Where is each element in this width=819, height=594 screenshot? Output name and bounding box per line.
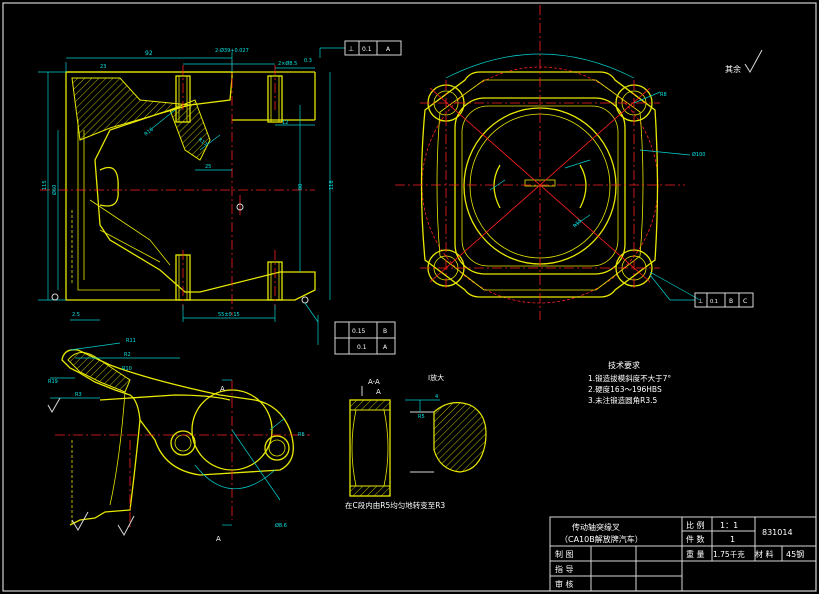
dim-23: 23 xyxy=(100,64,106,70)
part-name: 传动轴突缘叉 xyxy=(572,522,620,532)
fcf-right-datum-b: B xyxy=(729,298,733,305)
dim-4: 4 xyxy=(435,394,438,400)
hatch-section-bottom xyxy=(349,485,391,497)
tech-notes-heading: 技术要求 xyxy=(608,360,640,370)
fcf-mid-datum1: B xyxy=(383,328,387,335)
dim-r3: R3 xyxy=(75,392,82,398)
hatch-side xyxy=(67,352,131,393)
tech-note-3: 3.未注锻造圆角R3.5 xyxy=(588,395,658,405)
fcf-top: ⊥ 0.1 A xyxy=(319,40,402,58)
dim-r16: R16 xyxy=(143,127,154,138)
dim-100: Ø100 xyxy=(692,151,705,158)
dim-60: Ø60 xyxy=(51,185,58,195)
qty-value: 1 xyxy=(730,535,735,544)
dim-r17: R17 xyxy=(197,137,208,148)
scale-label: 比 例 xyxy=(686,520,705,530)
dim-r8: R8 xyxy=(660,92,667,98)
fillet-note-text: 在C段内由R5均匀地转变至R3 xyxy=(345,500,445,510)
dim-92: 92 xyxy=(145,50,153,57)
dim-r15: R15 xyxy=(572,218,583,229)
title-block: 传动轴突缘叉 （CA10B解放牌汽车） 比 例 1：1 831014 件 数 1… xyxy=(549,516,817,592)
row-review: 审 核 xyxy=(555,579,574,589)
dim-12: 12 xyxy=(282,120,288,126)
tech-note-2: 2.硬度163～196HBS xyxy=(588,384,662,394)
dim-8-6: Ø8.6 xyxy=(275,522,287,529)
section-mark-a-bottom: A xyxy=(216,535,221,543)
dim-0-3: 0.3 xyxy=(304,58,312,64)
weight-label: 重 量 xyxy=(686,549,705,559)
dim-90: 90 xyxy=(298,184,304,190)
front-view-dims: 92 2-Ø39+0.027 2×Ø8.5 0.3 23 12 25 55±0.… xyxy=(42,47,335,318)
dim-2x8: 2×Ø8.5 xyxy=(278,60,297,67)
dim-r10: R10 xyxy=(122,366,132,372)
material-value: 45钢 xyxy=(786,549,804,559)
hatch-detail xyxy=(433,402,487,473)
drawing-number: 831014 xyxy=(762,528,793,537)
hatch-rib xyxy=(169,99,211,161)
fcf-right-symbol: ⊥ xyxy=(698,298,703,305)
fcf-mid-value2: 0.1 xyxy=(357,344,367,351)
section-aa: A-A A xyxy=(349,378,391,497)
side-view: 2.5 R11 R2 R10 R19 R3 Ø8.6 R6 A A xyxy=(47,312,310,543)
dim-r6: R6 xyxy=(298,432,305,438)
dim-25: 25 xyxy=(205,164,211,170)
fcf-mid-datum2: A xyxy=(383,344,388,351)
fcf-right-value: 0.1 xyxy=(710,299,718,305)
qty-label: 件 数 xyxy=(686,534,705,544)
dim-118: 118 xyxy=(329,180,335,190)
dim-115: 115 xyxy=(42,180,48,190)
row-draw: 制 图 xyxy=(555,549,574,559)
fcf-middle: 0.15 B 0.1 A xyxy=(317,321,396,355)
fcf-top-symbol: ⊥ xyxy=(348,45,354,53)
dim-55: 55±0.15 xyxy=(218,312,240,318)
section-aa-label: A-A xyxy=(368,378,380,386)
dim-r5: R5 xyxy=(418,414,425,420)
fillet-note: 在C段内由R5均匀地转变至R3 xyxy=(345,500,445,510)
dim-2-5: 2.5 xyxy=(72,312,80,318)
fcf-top-datum: A xyxy=(386,46,391,53)
top-view: R8 Ø100 R15 xyxy=(395,5,705,320)
vehicle-model: （CA10B解放牌汽车） xyxy=(560,534,643,544)
fcf-right-datum-c: C xyxy=(743,298,747,305)
row-guide: 指 导 xyxy=(555,564,574,574)
material-label: 材 料 xyxy=(755,549,774,559)
dim-2x39: 2-Ø39+0.027 xyxy=(215,47,249,54)
front-view xyxy=(38,52,331,323)
tech-notes: 技术要求 1.锻造拔模斜度不大于7° 2.硬度163～196HBS 3.未注锻造… xyxy=(588,360,671,405)
dim-r19: R19 xyxy=(48,379,58,385)
section-mark-a-top: A xyxy=(220,385,225,393)
fcf-right: ⊥ 0.1 B C xyxy=(649,274,754,308)
section-aa-a: A xyxy=(376,388,381,396)
fcf-top-value: 0.1 xyxy=(362,46,372,53)
dim-r2: R2 xyxy=(124,352,131,358)
weight-value: 1.75千克 xyxy=(713,549,745,559)
tech-note-1: 1.锻造拔模斜度不大于7° xyxy=(588,373,671,383)
scale-value: 1：1 xyxy=(720,521,738,530)
detail-i: I放大 4 R5 xyxy=(405,373,487,473)
roughness-rest: 其余 xyxy=(725,49,763,74)
detail-i-label: I放大 xyxy=(428,373,444,382)
dim-r11: R11 xyxy=(126,338,136,344)
roughness-rest-label: 其余 xyxy=(725,64,741,74)
fcf-mid-value1: 0.15 xyxy=(352,328,366,335)
hatch-section-top xyxy=(349,399,391,411)
